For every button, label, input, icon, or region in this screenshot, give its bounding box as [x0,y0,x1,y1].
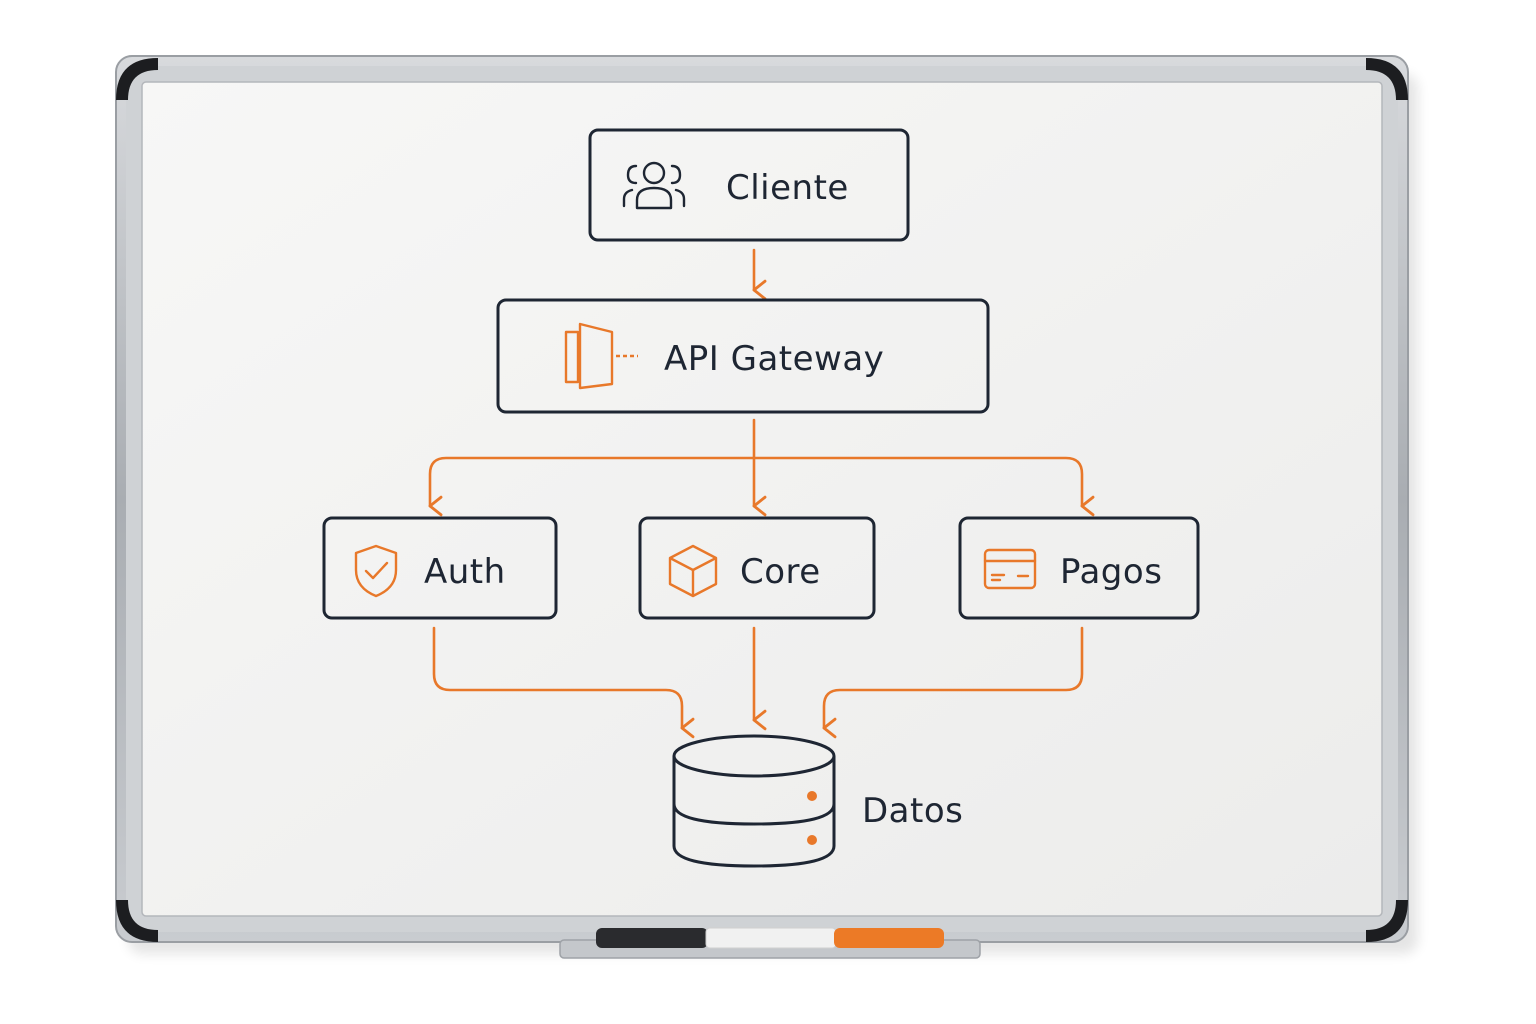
edge-gateway-auth [428,456,756,517]
frame-corner-caps [116,58,1408,942]
node-label: Cliente [726,168,849,208]
db-light-icon [807,791,817,801]
node-pagos[interactable]: Pagos [958,516,1200,620]
white-marker[interactable] [705,927,837,949]
node-label: Datos [862,791,963,831]
node-auth[interactable]: Auth [322,516,558,620]
cube-icon [668,544,718,598]
edge-pagos-datos [822,626,1084,739]
node-label: Core [740,552,821,592]
node-core[interactable]: Core [638,516,876,620]
database-icon [672,734,836,868]
gateway-door-icon [564,322,638,390]
edges [428,248,1095,739]
edge-gateway-pagos [752,456,1095,517]
credit-card-icon [983,548,1037,590]
node-api-gateway[interactable]: API Gateway [496,298,990,414]
node-label: API Gateway [664,339,884,379]
node-label: Pagos [1060,552,1162,592]
black-marker[interactable] [596,928,708,948]
marker-tray [559,927,981,959]
node-cliente[interactable]: Cliente [588,128,910,242]
orange-marker[interactable] [834,928,944,948]
node-datos[interactable]: Datos [672,734,963,868]
shield-check-icon [354,544,398,598]
node-label: Auth [424,552,506,592]
users-icon [622,161,686,210]
db-light-icon [807,835,817,845]
edge-auth-datos [432,626,695,739]
